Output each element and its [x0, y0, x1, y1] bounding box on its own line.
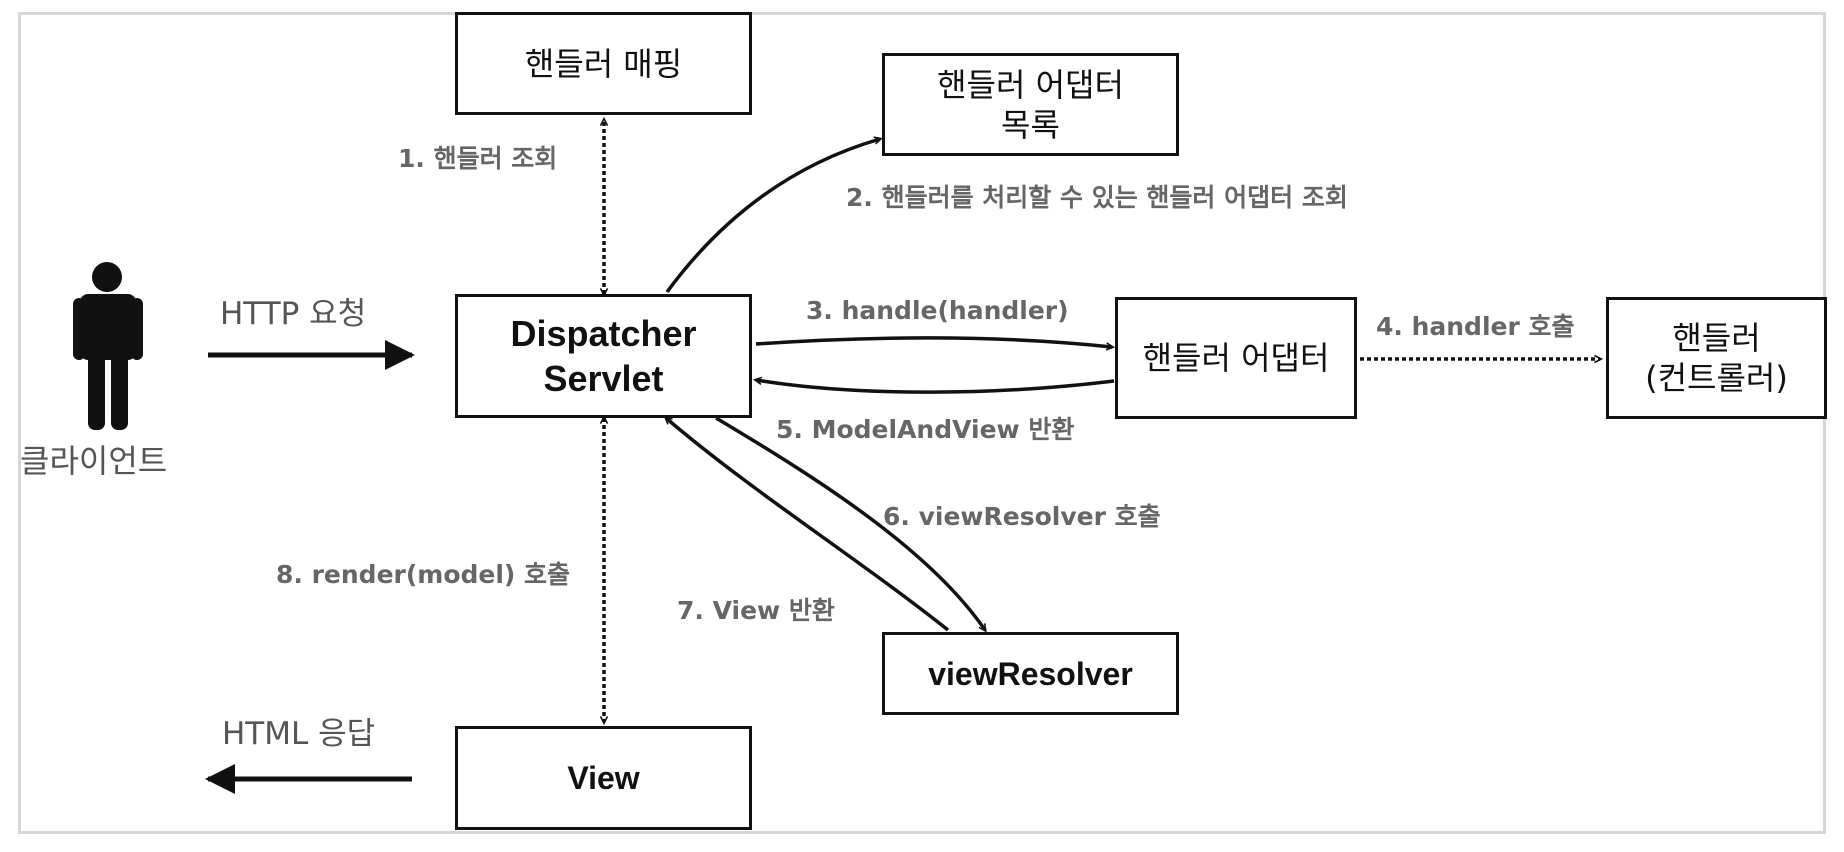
- edge-7-view-return: [663, 415, 950, 632]
- edge-1-label: 1. 핸들러 조회: [398, 144, 558, 173]
- edge-2-label: 2. 핸들러를 처리할 수 있는 핸들러 어댑터 조회: [846, 183, 1348, 212]
- dispatcher-servlet-label-line2: Servlet: [543, 358, 664, 399]
- edge-3-handle: [755, 336, 1116, 351]
- edge-3-label: 3. handle(handler): [806, 296, 1069, 325]
- view-label: View: [567, 760, 640, 796]
- client-person-icon: [73, 262, 143, 430]
- handler-adapter-box: 핸들러 어댑터: [1115, 297, 1357, 419]
- dispatcher-servlet-box: Dispatcher Servlet: [455, 294, 752, 418]
- view-box: View: [455, 726, 752, 830]
- edge-6-label: 6. viewResolver 호출: [883, 502, 1161, 531]
- edge-4-label: 4. handler 호출: [1376, 312, 1575, 341]
- handler-controller-label-line2: (컨트롤러): [1645, 359, 1788, 397]
- client-label: 클라이언트: [20, 442, 168, 480]
- handler-mapping-label: 핸들러 매핑: [524, 44, 683, 83]
- edge-5-label: 5. ModelAndView 반환: [776, 415, 1075, 444]
- handler-controller-label-line1: 핸들러: [1672, 319, 1761, 357]
- edge-7-label: 7. View 반환: [677, 596, 835, 625]
- diagram-frame: [18, 12, 1826, 834]
- edge-8-label: 8. render(model) 호출: [276, 560, 571, 589]
- view-resolver-label: viewResolver: [928, 655, 1133, 692]
- edge-6-viewresolver-call: [715, 416, 987, 633]
- http-request-label: HTTP 요청: [220, 296, 367, 332]
- handler-adapter-list-label-line1: 핸들러 어댑터: [937, 65, 1124, 104]
- view-resolver-box: viewResolver: [882, 632, 1179, 715]
- handler-controller-box: 핸들러 (컨트롤러): [1606, 297, 1827, 419]
- html-response-label: HTML 응답: [222, 716, 376, 752]
- handler-adapter-label: 핸들러 어댑터: [1142, 339, 1330, 377]
- handler-adapter-list-box: 핸들러 어댑터 목록: [882, 53, 1179, 156]
- handler-adapter-list-label-line2: 목록: [1001, 105, 1060, 144]
- edge-5-modelandview: [752, 376, 1115, 394]
- edge-2-adapter-lookup: [665, 136, 883, 294]
- handler-mapping-box: 핸들러 매핑: [455, 12, 752, 115]
- dispatcher-servlet-label-line1: Dispatcher: [510, 313, 697, 354]
